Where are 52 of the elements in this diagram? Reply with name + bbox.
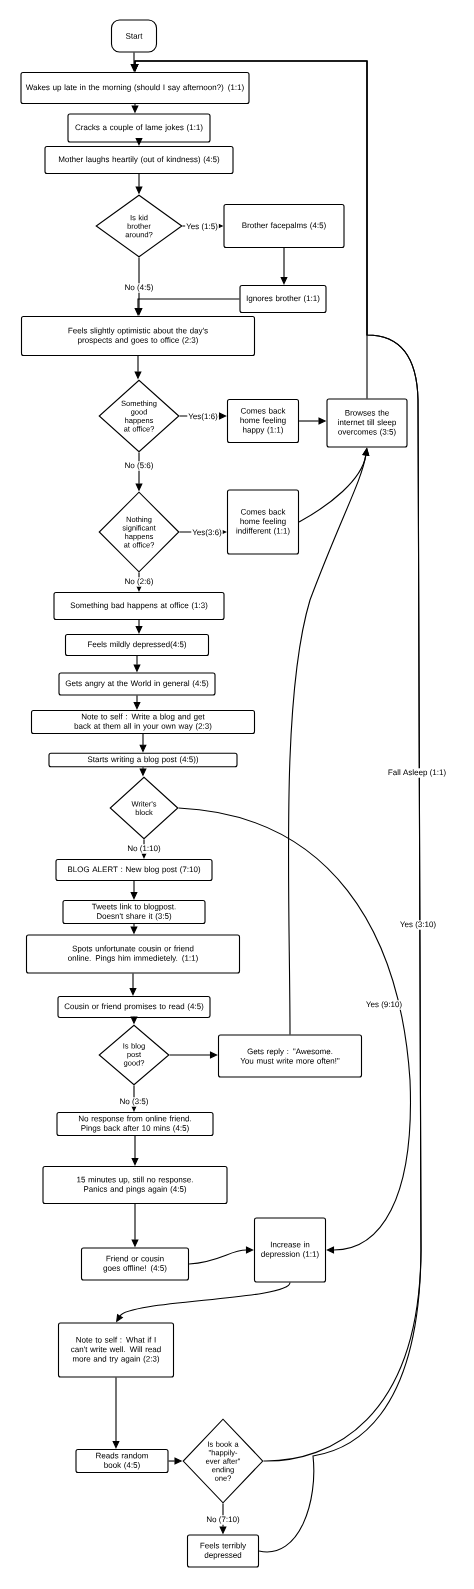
arrow (112, 1377, 120, 1449)
process-box: Increase in depression (1:1) (253, 1217, 327, 1283)
edge-label: Yes (3:10) (398, 920, 438, 930)
process-box: No response from online friend. Pings back after 10 mins (4:5) (56, 1112, 214, 1137)
process-box: BLOG ALERT : New blog post (7:10) (55, 858, 213, 882)
process-box: Comes back home feeling happy (1:1) (226, 398, 300, 444)
process-box: Cousin or friend promises to read (4:5) (57, 995, 211, 1019)
process-box: Reads random book (4:5) (75, 1449, 169, 1474)
process-box: Mother laughs heartily (out of kindness) (4:5) (44, 145, 234, 175)
edge-label: No (5:6) (123, 461, 155, 471)
process-box: Starts writing a blog post (4:5)) (48, 752, 238, 768)
edge-label: Yes (9:10) (364, 1000, 404, 1010)
arrow (130, 880, 138, 900)
start-terminal: Start (110, 19, 158, 53)
process-box: Tweets link to blogpost. Doesn't share it (3:5) (62, 900, 206, 925)
arrow (188, 1246, 254, 1265)
edge-label: No (3:5) (118, 1097, 150, 1107)
line-label: Fall Asleep (1:1) (386, 768, 448, 778)
arrow (131, 60, 368, 399)
process-box: Feels mildly depressed(4:5) (64, 633, 210, 657)
arrow (129, 973, 137, 996)
edge-label: Yes (1:5) (185, 222, 219, 232)
process-box: Gets angry at the World in general (4:5) (58, 672, 216, 696)
arrow (178, 807, 411, 1254)
process-box: Brother facepalms (4:5) (223, 203, 345, 249)
process-box: Friend or cousin goes offline! (4:5) (80, 1247, 190, 1281)
process-box: Something bad happens at office (1:3) (53, 591, 225, 621)
arrow (133, 695, 141, 710)
edge-label: No (2:6) (123, 577, 155, 587)
process-box: Browses the internet till sleep overcomes (3:5) (326, 398, 408, 448)
process-box: Ignores brother (1:1) (239, 284, 327, 314)
edge-label: Yes(1:6) (187, 412, 219, 422)
process-box: Note to self : What if I can't write well. Will read more and try again (2:3) (57, 1322, 175, 1378)
arrow (131, 1135, 139, 1166)
process-box: 15 minutes up, still no response. Panics and pings again (4:5) (42, 1165, 228, 1205)
process-box: Spots unfortunate cousin or friend online. Pings him immedietely. (1:1) (25, 934, 241, 974)
arrow (134, 298, 240, 316)
process-box: Feels terribly depressed (186, 1534, 260, 1568)
edge-label: No (4:5) (123, 283, 155, 293)
process-box: Wakes up late in the morning (should I say afternoon?) (1:1) (20, 71, 250, 105)
arrow (135, 619, 143, 634)
process-box: Cracks a couple of lame jokes (1:1) (67, 113, 211, 143)
arrow (169, 1051, 218, 1059)
process-box: Note to self : Write a blog and get back at them all in your own way (2:3) (30, 710, 256, 735)
edge-label: Yes(3:6) (191, 528, 223, 538)
edge-label: No (1:10) (126, 844, 162, 854)
arrow (280, 247, 288, 285)
edge-label: No (7:10) (205, 1515, 241, 1525)
process-box: Feels slightly optimistic about the day's prospects and goes to office (2:3) (20, 315, 256, 357)
process-box: Gets reply : "Awesome. You must write more often!" (217, 1034, 363, 1078)
process-box: Comes back home feeling indifferent (1:1) (226, 489, 300, 555)
arrow (135, 137, 143, 146)
